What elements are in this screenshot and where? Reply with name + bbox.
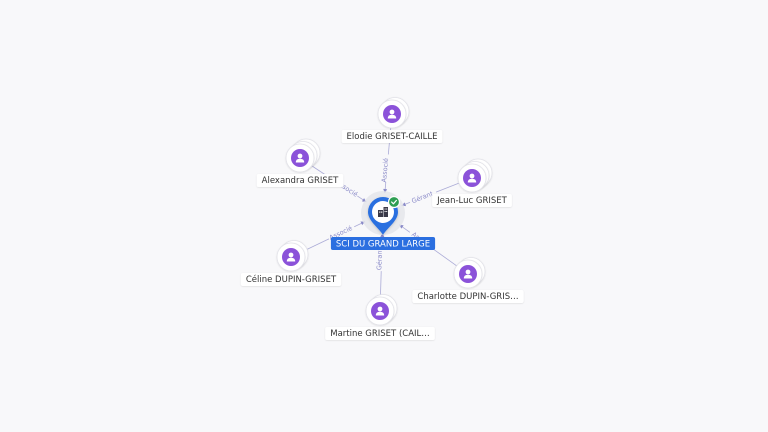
company-name-pill [330,237,436,250]
person-node-martine[interactable]: Martine GRISET (CAIL… [325,294,435,341]
edge-label-bg-elodie [380,154,392,183]
person-name: Elodie GRISET-CAILLE [347,132,438,142]
edge-label-bg-martine [376,242,386,272]
person-icon [295,153,305,163]
person-name-pill [240,273,342,286]
company-name: SCI DU GRAND LARGE [336,240,430,250]
person-icon [387,109,397,119]
person-name-pill [325,327,435,340]
person-name: Alexandra GRISET [262,176,339,186]
person-name-pill [432,194,512,207]
edge-label-elodie: Associé [380,158,390,183]
person-node-celine[interactable]: Céline DUPIN-GRISET [240,240,342,287]
edge-label-bg-jeanluc [408,187,438,206]
edge-label-bg-celine [326,222,356,242]
edge-label-jeanluc: Gérant [410,189,434,205]
person-name-pill [412,290,524,303]
company-node[interactable]: SCI DU GRAND LARGE [330,191,436,250]
edge-arrow-elodie [383,188,388,194]
person-node-charlotte[interactable]: Charlotte DUPIN-GRIS… [412,257,524,304]
person-name-pill [341,130,443,143]
person-icon [286,252,296,262]
person-node-alexandra[interactable]: Alexandra GRISET [256,138,344,187]
person-node-jeanluc[interactable]: Jean-Luc GRISET [432,158,512,207]
person-icon [375,306,385,316]
person-name-pill [256,174,344,187]
person-name: Charlotte DUPIN-GRIS… [417,292,518,302]
person-node-elodie[interactable]: Elodie GRISET-CAILLE [341,97,443,144]
building-icon [378,207,388,217]
person-icon [467,173,477,183]
check-icon [387,195,401,209]
person-name: Céline DUPIN-GRISET [246,274,337,285]
person-name: Jean-Luc GRISET [436,196,508,206]
person-name: Martine GRISET (CAIL… [330,329,430,339]
edge-label-martine: Gérant [375,247,384,270]
person-icon [463,269,473,279]
edge-arrow-martine [380,232,385,238]
